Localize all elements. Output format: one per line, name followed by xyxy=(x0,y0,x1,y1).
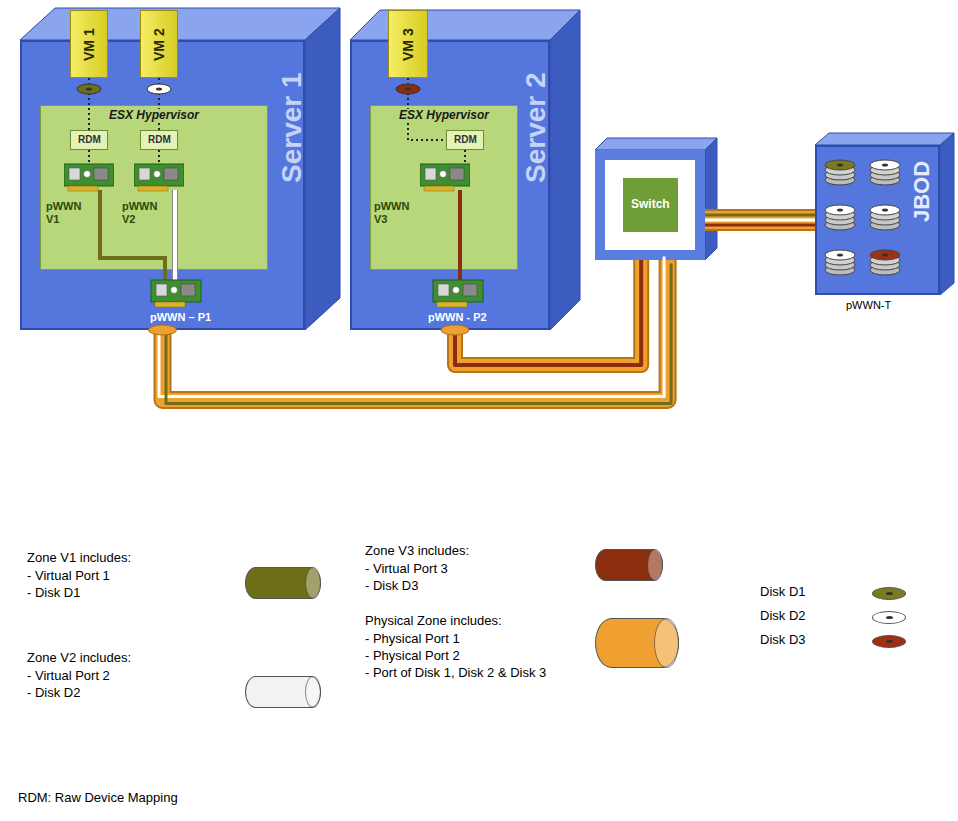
cylinder-end xyxy=(647,549,663,581)
legend-item: - Virtual Port 1 xyxy=(27,568,110,584)
legend-item: - Physical Port 1 xyxy=(365,631,460,647)
abbreviation-note: RDM: Raw Device Mapping xyxy=(18,790,178,806)
hypervisor-box: ESX HypervisorRDM xyxy=(370,105,518,270)
legend-text: Zone V1 includes: xyxy=(27,550,131,566)
port-name: pWWN - P2 xyxy=(428,311,487,324)
legend-text: Physical Zone includes: xyxy=(365,613,502,629)
legend-item: - Disk D1 xyxy=(27,585,80,601)
legend-item: - Port of Disk 1, Disk 2 & Disk 3 xyxy=(365,665,546,681)
rdm-box: RDM xyxy=(446,130,484,150)
node-label: RDM xyxy=(78,134,101,146)
legend-item: - Virtual Port 2 xyxy=(27,668,110,684)
legend-text: Zone V3 includes: xyxy=(365,543,469,559)
disk-hole xyxy=(886,616,893,619)
rdm-mapping-link xyxy=(396,78,446,140)
server-chassis: Server 1VM 1VM 2ESX HypervisorRDMRDM xyxy=(20,40,305,330)
fc-switch: Switch xyxy=(595,150,705,260)
server-chassis: Server 2VM 3ESX HypervisorRDM xyxy=(350,40,550,330)
port-name: pWWN V1 xyxy=(46,200,90,226)
hypervisor-box: ESX HypervisorRDM RDM xyxy=(40,105,268,270)
rdm-mapping-link xyxy=(77,78,101,130)
node-label: JBOD xyxy=(909,161,934,222)
node-label: RDM xyxy=(148,134,171,146)
zone-cylinder-swatch xyxy=(245,567,321,599)
node-label: VM 1 xyxy=(81,28,97,61)
virtual-machine: VM 3 xyxy=(388,10,428,78)
legend-text: Disk D1 xyxy=(760,584,806,600)
port-name: pWWN-T xyxy=(846,299,891,312)
port-name: pWWN – P1 xyxy=(150,311,211,324)
legend-text: Disk D2 xyxy=(760,608,806,624)
disk-swatch xyxy=(872,587,906,600)
disk-hole xyxy=(886,592,893,595)
node-label: RDM xyxy=(454,134,477,146)
disk-hole xyxy=(886,640,893,643)
rdm-box: RDM xyxy=(70,130,108,150)
disk-swatch xyxy=(872,635,906,648)
legend-item: - Disk D2 xyxy=(27,685,80,701)
zone-cylinder-swatch xyxy=(595,549,663,581)
rdm-box: RDM xyxy=(140,130,178,150)
port-name: pWWN V3 xyxy=(374,200,418,226)
node-label: VM 2 xyxy=(151,28,167,61)
node-label: Server 1 xyxy=(276,72,308,183)
node-label: Server 2 xyxy=(520,72,552,183)
legend-item: - Disk D3 xyxy=(365,578,418,594)
virtual-machine: VM 1 xyxy=(70,10,108,78)
zone-cylinder-swatch xyxy=(595,618,679,668)
rdm-mapping-link xyxy=(147,78,171,130)
legend-item: - Virtual Port 3 xyxy=(365,561,448,577)
legend-item: - Physical Port 2 xyxy=(365,648,460,664)
fibre-cable xyxy=(705,215,815,225)
zone-cylinder-swatch xyxy=(245,676,321,708)
cylinder-end xyxy=(305,676,321,708)
disk-swatch xyxy=(872,611,906,624)
port-name: pWWN V2 xyxy=(122,200,166,226)
fibre-cable xyxy=(149,257,672,404)
virtual-machine: VM 2 xyxy=(140,10,178,78)
jbod-enclosure: JBOD xyxy=(815,145,940,295)
legend-text: Zone V2 includes: xyxy=(27,650,131,666)
cylinder-end xyxy=(654,618,679,668)
node-label: VM 3 xyxy=(400,28,416,61)
node-label: ESX Hypervisor xyxy=(106,109,202,123)
node-label: ESX Hypervisor xyxy=(396,109,492,123)
cylinder-end xyxy=(305,567,321,599)
legend-text: Disk D3 xyxy=(760,632,806,648)
node-label: Switch xyxy=(623,178,678,232)
